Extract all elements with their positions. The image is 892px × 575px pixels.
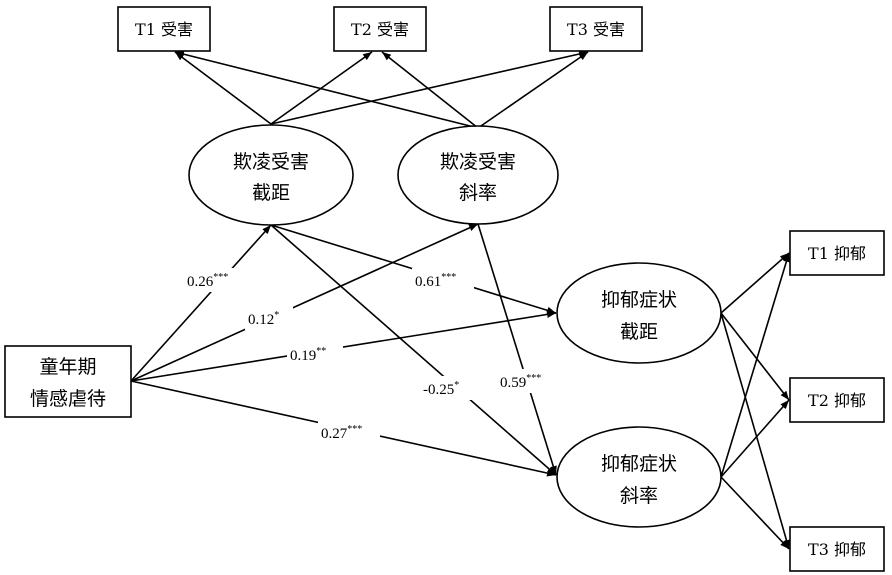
- edge-bully-intercept-dep-slope: [270, 224, 557, 476]
- svg-text:0.12*: 0.12*: [248, 310, 279, 328]
- edge-abuse-dep-intercept: [130, 310, 557, 382]
- edge-bully-slope-dep-slope: [477, 223, 557, 476]
- edge-bully-intercept-t1: [174, 51, 272, 125]
- svg-text:情感虐待: 情感虐待: [30, 388, 106, 410]
- box-t1-victim: T1 受害: [117, 6, 211, 52]
- box-childhood-emotional-abuse: 童年期 情感虐待: [4, 345, 132, 418]
- edge-dep-slope-t3: [720, 476, 790, 550]
- svg-text:T1 抑郁: T1 抑郁: [808, 244, 866, 263]
- svg-text:T3 抑郁: T3 抑郁: [808, 540, 866, 559]
- edge-bully-slope-t2: [381, 51, 479, 129]
- svg-text:欺凌受害: 欺凌受害: [233, 151, 309, 173]
- box-t1-depression: T1 抑郁: [789, 230, 885, 276]
- coef-abuse-dep-slope: 0.27***: [318, 420, 380, 444]
- box-t2-victim: T2 受害: [333, 6, 427, 52]
- svg-text:0.26***: 0.26***: [187, 272, 228, 290]
- edge-bully-slope-t1: [174, 50, 479, 129]
- svg-text:0.19**: 0.19**: [290, 346, 326, 364]
- ellipse-bully-slope: 欺凌受害 斜率: [397, 125, 559, 225]
- edge-dep-intercept-t2: [720, 312, 790, 401]
- svg-text:0.61***: 0.61***: [415, 272, 456, 290]
- edge-bully-intercept-t3: [270, 50, 589, 125]
- edge-bully-slope-t3: [477, 51, 589, 129]
- svg-text:截距: 截距: [620, 321, 658, 343]
- svg-text:0.27***: 0.27***: [321, 424, 362, 442]
- svg-text:抑郁症状: 抑郁症状: [601, 289, 677, 311]
- ellipse-bully-intercept: 欺凌受害 截距: [188, 124, 354, 226]
- edge-dep-intercept-t1: [720, 252, 790, 314]
- svg-text:T1 受害: T1 受害: [135, 20, 193, 39]
- ellipse-dep-intercept: 抑郁症状 截距: [556, 262, 722, 364]
- svg-text:抑郁症状: 抑郁症状: [601, 453, 677, 475]
- svg-text:-0.25*: -0.25*: [423, 380, 459, 398]
- box-t3-victim: T3 受害: [549, 6, 643, 52]
- box-t2-depression: T2 抑郁: [789, 377, 885, 423]
- edge-dep-slope-t2: [720, 399, 790, 478]
- coef-abuse-bully-slope: 0.12*: [245, 306, 293, 330]
- edge-dep-slope-t1: [720, 252, 790, 478]
- coef-abuse-bully-intercept: 0.26***: [184, 268, 246, 292]
- box-t3-depression: T3 抑郁: [789, 526, 885, 572]
- svg-text:截距: 截距: [252, 182, 290, 204]
- svg-text:童年期: 童年期: [39, 356, 96, 378]
- coef-bully-intercept-dep-intercept: 0.61***: [412, 268, 474, 292]
- coef-bully-slope-dep-slope: 0.59***: [497, 369, 559, 393]
- edge-abuse-bully-intercept: [130, 224, 272, 382]
- svg-text:欺凌受害: 欺凌受害: [440, 151, 516, 173]
- svg-text:T3 受害: T3 受害: [567, 20, 625, 39]
- svg-text:T2 抑郁: T2 抑郁: [808, 391, 866, 410]
- edge-dep-intercept-t3: [720, 312, 790, 550]
- coef-bully-intercept-dep-slope: -0.25*: [420, 376, 474, 400]
- svg-text:斜率: 斜率: [459, 182, 497, 204]
- svg-text:0.59***: 0.59***: [500, 373, 541, 391]
- svg-text:斜率: 斜率: [620, 485, 658, 507]
- svg-text:T2 受害: T2 受害: [351, 20, 409, 39]
- ellipse-dep-slope: 抑郁症状 斜率: [556, 426, 722, 528]
- edge-abuse-bully-slope: [130, 223, 479, 382]
- coef-abuse-dep-intercept: 0.19**: [287, 342, 343, 366]
